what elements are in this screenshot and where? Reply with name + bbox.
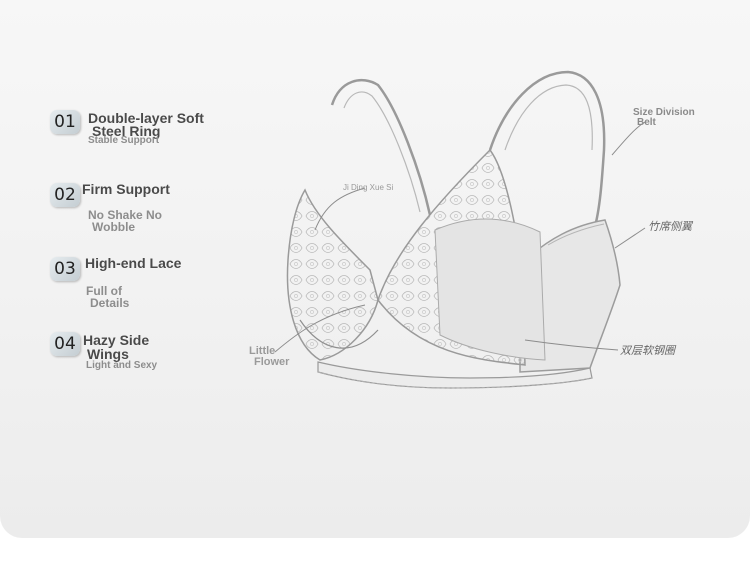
feature-subtitle: Stable Support — [88, 135, 160, 146]
feature-subtitle: Light and Sexy — [86, 360, 158, 371]
callout-little: Little — [249, 345, 276, 357]
feature-title: Hazy Side — [83, 332, 150, 348]
feature-subtitle: Full of — [86, 284, 122, 298]
feature-subtitle-line2: Wobble — [92, 220, 136, 234]
feature-title-line2: Steel Ring — [92, 123, 161, 139]
number-badge: 01 — [50, 110, 80, 134]
feature-title: High-end Lace — [85, 255, 182, 271]
callout-size-division-line2: Belt — [637, 117, 656, 128]
feature-title: Firm Support — [82, 181, 170, 197]
feature-title: Double-layer Soft — [88, 110, 204, 126]
number-badge: 03 — [50, 257, 80, 281]
callout-flower: Flower — [254, 356, 290, 368]
bra-illustration — [274, 70, 646, 389]
callout-ji-ding-xue-si: Ji Ding Xue Si — [343, 183, 394, 192]
callout-underband: 双层软钢圈 — [620, 345, 675, 357]
number-badge: 02 — [50, 183, 80, 207]
product-panel: 01 Double-layer Soft Steel Ring Stable S… — [0, 0, 750, 538]
number-badge: 04 — [50, 332, 80, 356]
feature-title-line2: Wings — [87, 346, 129, 362]
callout-size-division: Size Division — [633, 107, 695, 118]
feature-subtitle-line2: Details — [90, 296, 130, 310]
callout-side-wing: 竹席侧翼 — [648, 221, 692, 233]
feature-subtitle: No Shake No — [88, 208, 163, 222]
